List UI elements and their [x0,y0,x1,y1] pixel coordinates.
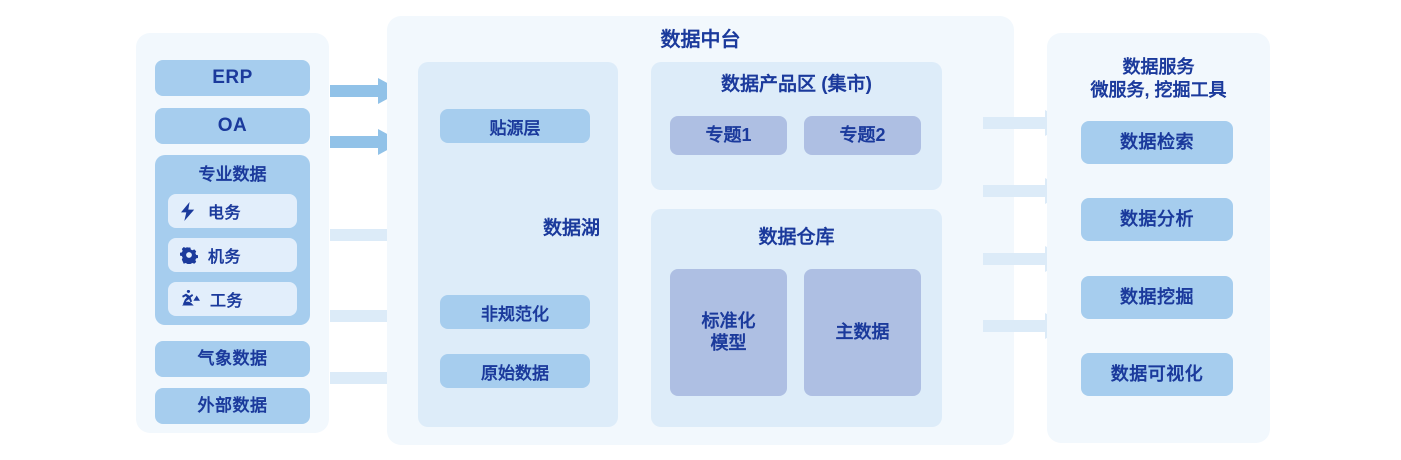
service-chip-retrieval-label: 数据检索 [1120,131,1194,152]
data-product-chip-topic2-label: 专题2 [839,124,886,145]
source-chip-oa[interactable]: OA [155,108,310,144]
data-lake-chip-denormalized-label: 非规范化 [481,304,549,324]
data-warehouse-chip-standard-model[interactable]: 标准化 模型 [670,269,787,396]
service-chip-retrieval[interactable]: 数据检索 [1081,121,1233,164]
professional-data-title: 专业数据 [198,165,267,184]
data-product-chip-topic1[interactable]: 专题1 [670,116,787,155]
flow-arrow-source-1 [330,78,402,104]
data-product-chip-topic2[interactable]: 专题2 [804,116,921,155]
data-warehouse-title: 数据仓库 [758,227,835,248]
gear-icon [180,246,202,264]
data-product-zone-title: 数据产品区 (集市) [721,74,872,95]
service-chip-analysis[interactable]: 数据分析 [1081,198,1233,241]
data-lake-chip-raw-data[interactable]: 原始数据 [440,354,590,388]
professional-item-dianwu-label: 电务 [208,205,242,222]
source-chip-external[interactable]: 外部数据 [155,388,310,424]
source-chip-weather-label: 气象数据 [197,348,268,368]
professional-item-dianwu[interactable]: 电务 [168,194,297,228]
data-lake-chip-raw-data-label: 原始数据 [481,363,549,383]
professional-item-gongwu-label: 工务 [210,293,244,310]
service-chip-visualization[interactable]: 数据可视化 [1081,353,1233,396]
data-platform-title: 数据中台 [660,29,741,51]
source-chip-erp[interactable]: ERP [155,60,310,96]
source-chip-weather[interactable]: 气象数据 [155,341,310,377]
professional-item-gongwu[interactable]: 工务 [168,282,297,316]
professional-item-jiwu-label: 机务 [208,249,242,266]
data-warehouse-chip-standard-model-label: 标准化 模型 [701,310,756,353]
lightning-bolt-icon [180,201,202,221]
data-services-title: 数据服务 微服务, 挖掘工具 [1090,57,1227,100]
data-warehouse-chip-master-data[interactable]: 主数据 [804,269,921,396]
service-chip-mining-label: 数据挖掘 [1120,286,1194,307]
construction-worker-icon [180,289,204,309]
data-warehouse-chip-master-data-label: 主数据 [835,321,890,342]
professional-item-jiwu[interactable]: 机务 [168,238,297,272]
data-product-chip-topic1-label: 专题1 [705,124,752,145]
source-chip-erp-label: ERP [212,66,253,88]
data-lake-chip-denormalized[interactable]: 非规范化 [440,295,590,329]
data-lake-chip-source-layer[interactable]: 贴源层 [440,109,590,143]
service-chip-mining[interactable]: 数据挖掘 [1081,276,1233,319]
service-chip-analysis-label: 数据分析 [1120,208,1194,229]
source-chip-oa-label: OA [217,114,248,136]
service-chip-visualization-label: 数据可视化 [1110,363,1204,384]
data-lake-chip-source-layer-label: 贴源层 [489,118,541,138]
data-lake-label: 数据湖 [542,218,600,239]
flow-arrow-source-2 [330,129,402,155]
source-chip-external-label: 外部数据 [197,395,268,415]
